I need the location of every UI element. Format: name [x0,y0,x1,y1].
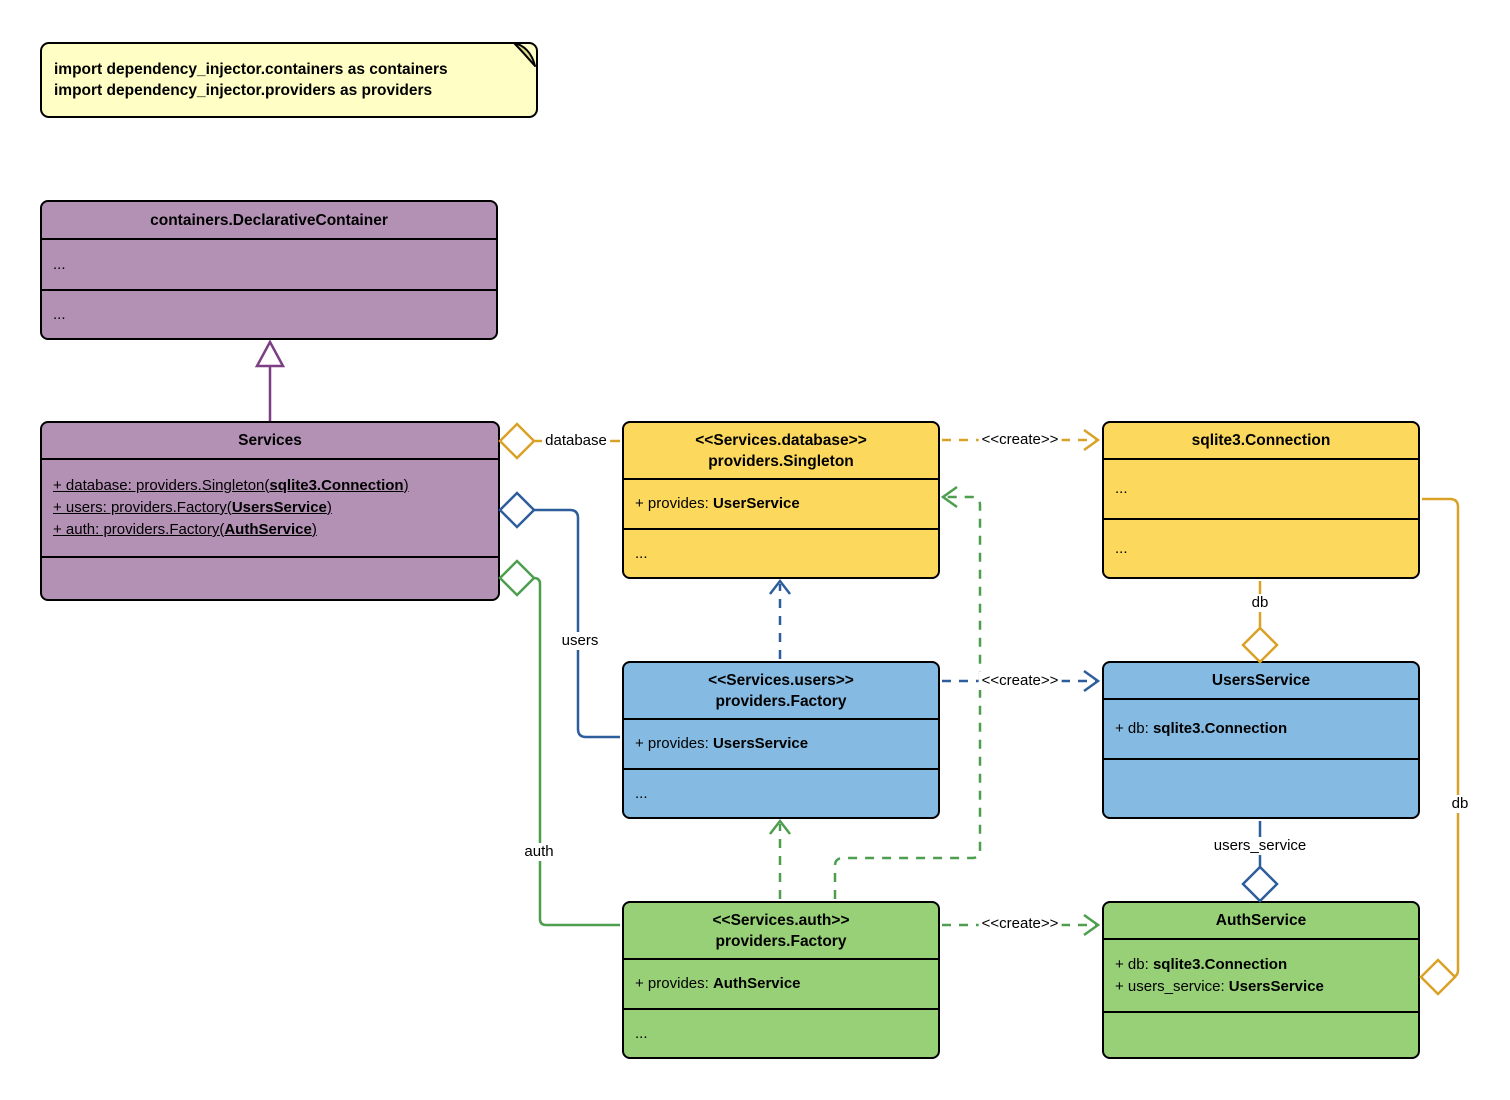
class-compartment: ... [53,305,66,323]
class-compartment: ... [635,784,648,802]
edge-label-users: users [558,632,602,650]
class-name: providers.Factory [715,932,847,950]
edge-users [534,508,620,739]
attribute-users-service: + users_service: UsersService [1115,977,1324,995]
class-compartment: ... [635,1024,648,1042]
class-attributes: + database: providers.Singleton(sqlite3.… [42,460,498,558]
attribute-users: + users: providers.Factory(UsersService) [53,499,332,516]
create-arrowhead-icon [1083,669,1101,693]
class-attributes: + provides: AuthService [624,960,938,1010]
edge-label-db-right: db [1448,795,1472,813]
create-arrowhead-icon [1083,428,1101,452]
aggregation-diamond-users-service-icon [1241,865,1279,903]
dependency-arrowhead-icon [940,485,958,509]
class-auth-service[interactable]: AuthService + db: sqlite3.Connection + u… [1102,901,1420,1059]
aggregation-diamond-db-icon [1241,626,1279,664]
class-auth-factory[interactable]: <<Services.auth>> providers.Factory + pr… [622,901,940,1059]
class-attributes: + provides: UsersService [624,720,938,770]
class-attributes: + provides: UserService [624,480,938,530]
import-note[interactable]: import dependency_injector.containers as… [40,42,538,118]
class-compartment: ... [635,544,648,562]
class-title: containers.DeclarativeContainer [42,202,496,240]
note-line-1: import dependency_injector.containers as… [54,61,448,78]
inheritance-triangle-icon [254,339,286,368]
stereotype: <<Services.auth>> [712,911,850,929]
class-compartment-empty [1104,1013,1418,1057]
attribute-database: + database: providers.Singleton(sqlite3.… [53,477,409,494]
attribute-auth: + auth: providers.Factory(AuthService) [53,521,317,538]
class-title: UsersService [1104,663,1418,700]
class-compartment-empty [42,558,498,599]
class-sqlite3-connection[interactable]: sqlite3.Connection ... ... [1102,421,1420,579]
edge-label-users-service: users_service [1210,837,1310,855]
class-name: providers.Factory [715,692,847,710]
class-compartment-empty [1104,760,1418,817]
class-declarative-container[interactable]: containers.DeclarativeContainer ... ... [40,200,498,340]
edge-auth [533,576,620,927]
class-title: <<Services.auth>> providers.Factory [624,903,938,960]
note-fold-icon [513,42,536,67]
class-users-service[interactable]: UsersService + db: sqlite3.Connection [1102,661,1420,819]
stereotype: <<Services.database>> [695,431,867,449]
dependency-arrowhead-icon [769,578,791,595]
attribute-provides: + provides: AuthService [635,975,801,992]
class-users-factory[interactable]: <<Services.users>> providers.Factory + p… [622,661,940,819]
class-attributes: + db: sqlite3.Connection [1104,700,1418,760]
class-compartment: ... [42,240,496,291]
class-name: providers.Singleton [708,452,854,470]
class-database-singleton[interactable]: <<Services.database>> providers.Singleto… [622,421,940,579]
attribute-provides: + provides: UsersService [635,735,809,752]
class-title: <<Services.database>> providers.Singleto… [624,423,938,480]
class-title: AuthService [1104,903,1418,940]
class-title: Services [42,423,498,460]
class-compartment: ... [1115,539,1128,557]
class-compartment: ... [1104,460,1418,520]
attribute-db: + db: sqlite3.Connection [1115,720,1288,737]
aggregation-diamond-database-icon [498,422,536,460]
dependency-arrowhead-icon [769,818,791,835]
edge-label-create-users: <<create>> [978,672,1062,690]
class-title: <<Services.users>> providers.Factory [624,663,938,720]
edge-label-create-database: <<create>> [978,431,1062,449]
create-arrowhead-icon [1083,913,1101,937]
attribute-provides: + provides: UserService [635,495,800,512]
edge-label-create-auth: <<create>> [978,915,1062,933]
attribute-db: + db: sqlite3.Connection [1115,955,1288,973]
class-attributes: + db: sqlite3.Connection + users_service… [1104,940,1418,1013]
edge-db-right [1422,497,1460,979]
edge-label-auth: auth [521,843,557,861]
note-line-2: import dependency_injector.providers as … [54,82,433,99]
edge-label-database: database [542,432,610,450]
aggregation-diamond-db-right-icon [1419,958,1457,996]
class-title: sqlite3.Connection [1104,423,1418,460]
stereotype: <<Services.users>> [708,671,854,689]
edge-label-db: db [1248,594,1272,612]
class-services[interactable]: Services + database: providers.Singleton… [40,421,500,601]
aggregation-diamond-users-icon [498,491,536,529]
aggregation-diamond-auth-icon [498,559,536,597]
